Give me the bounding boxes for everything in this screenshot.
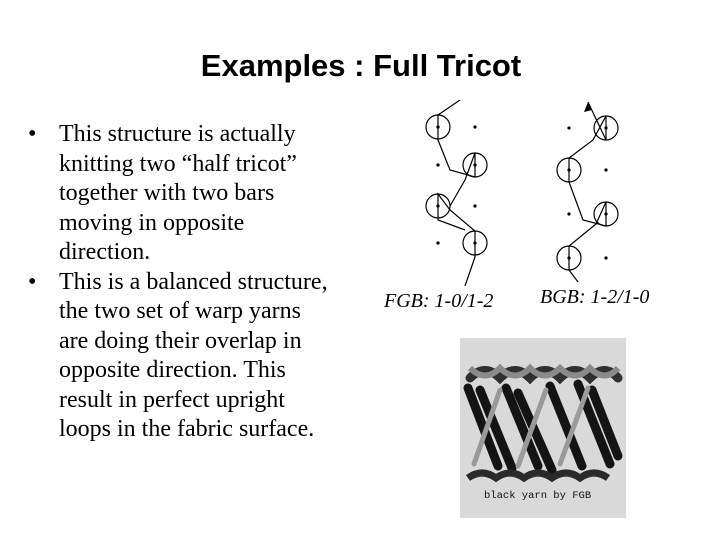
bullet-item-1: • This structure is actually knitting tw…: [28, 120, 373, 268]
bullet-list: • This structure is actually knitting tw…: [28, 120, 373, 445]
bullet-2-line-4: opposite direction. This: [59, 357, 286, 383]
fgb-notation: FGB: 1-0/1-2: [384, 290, 494, 312]
bullet-1-line-2: knitting two “half tricot”: [59, 150, 297, 177]
bullet-2-line-5: result in perfect upright: [59, 386, 285, 413]
fabric-photo: black yarn by FGB: [460, 338, 626, 518]
bullet-item-2: • This is a balanced structure, the two …: [28, 268, 373, 445]
bullet-symbol: •: [28, 268, 37, 295]
bullet-1-line-3: together with two bars: [59, 180, 275, 206]
fgb-lapping-diagram: [405, 100, 497, 290]
bullet-1-line-5: direction.: [59, 239, 151, 265]
bullet-1-line-4: moving in opposite: [59, 209, 245, 236]
bullet-symbol: •: [28, 121, 37, 147]
bullet-1-line-1: This structure is actually: [59, 121, 296, 147]
bgb-lapping-diagram: [556, 101, 619, 283]
slide-title: Examples : Full Tricot: [200, 48, 522, 83]
bullet-2-line-1: This is a balanced structure,: [59, 268, 328, 295]
bullet-2-line-6: loops in the fabric surface.: [59, 416, 315, 442]
bgb-notation: BGB: 1-2/1-0: [540, 286, 650, 308]
photo-caption: black yarn by FGB: [484, 490, 591, 502]
bullet-2-line-2: the two set of warp yarns: [59, 298, 301, 324]
bullet-2-line-3: are doing their overlap in: [59, 327, 302, 354]
